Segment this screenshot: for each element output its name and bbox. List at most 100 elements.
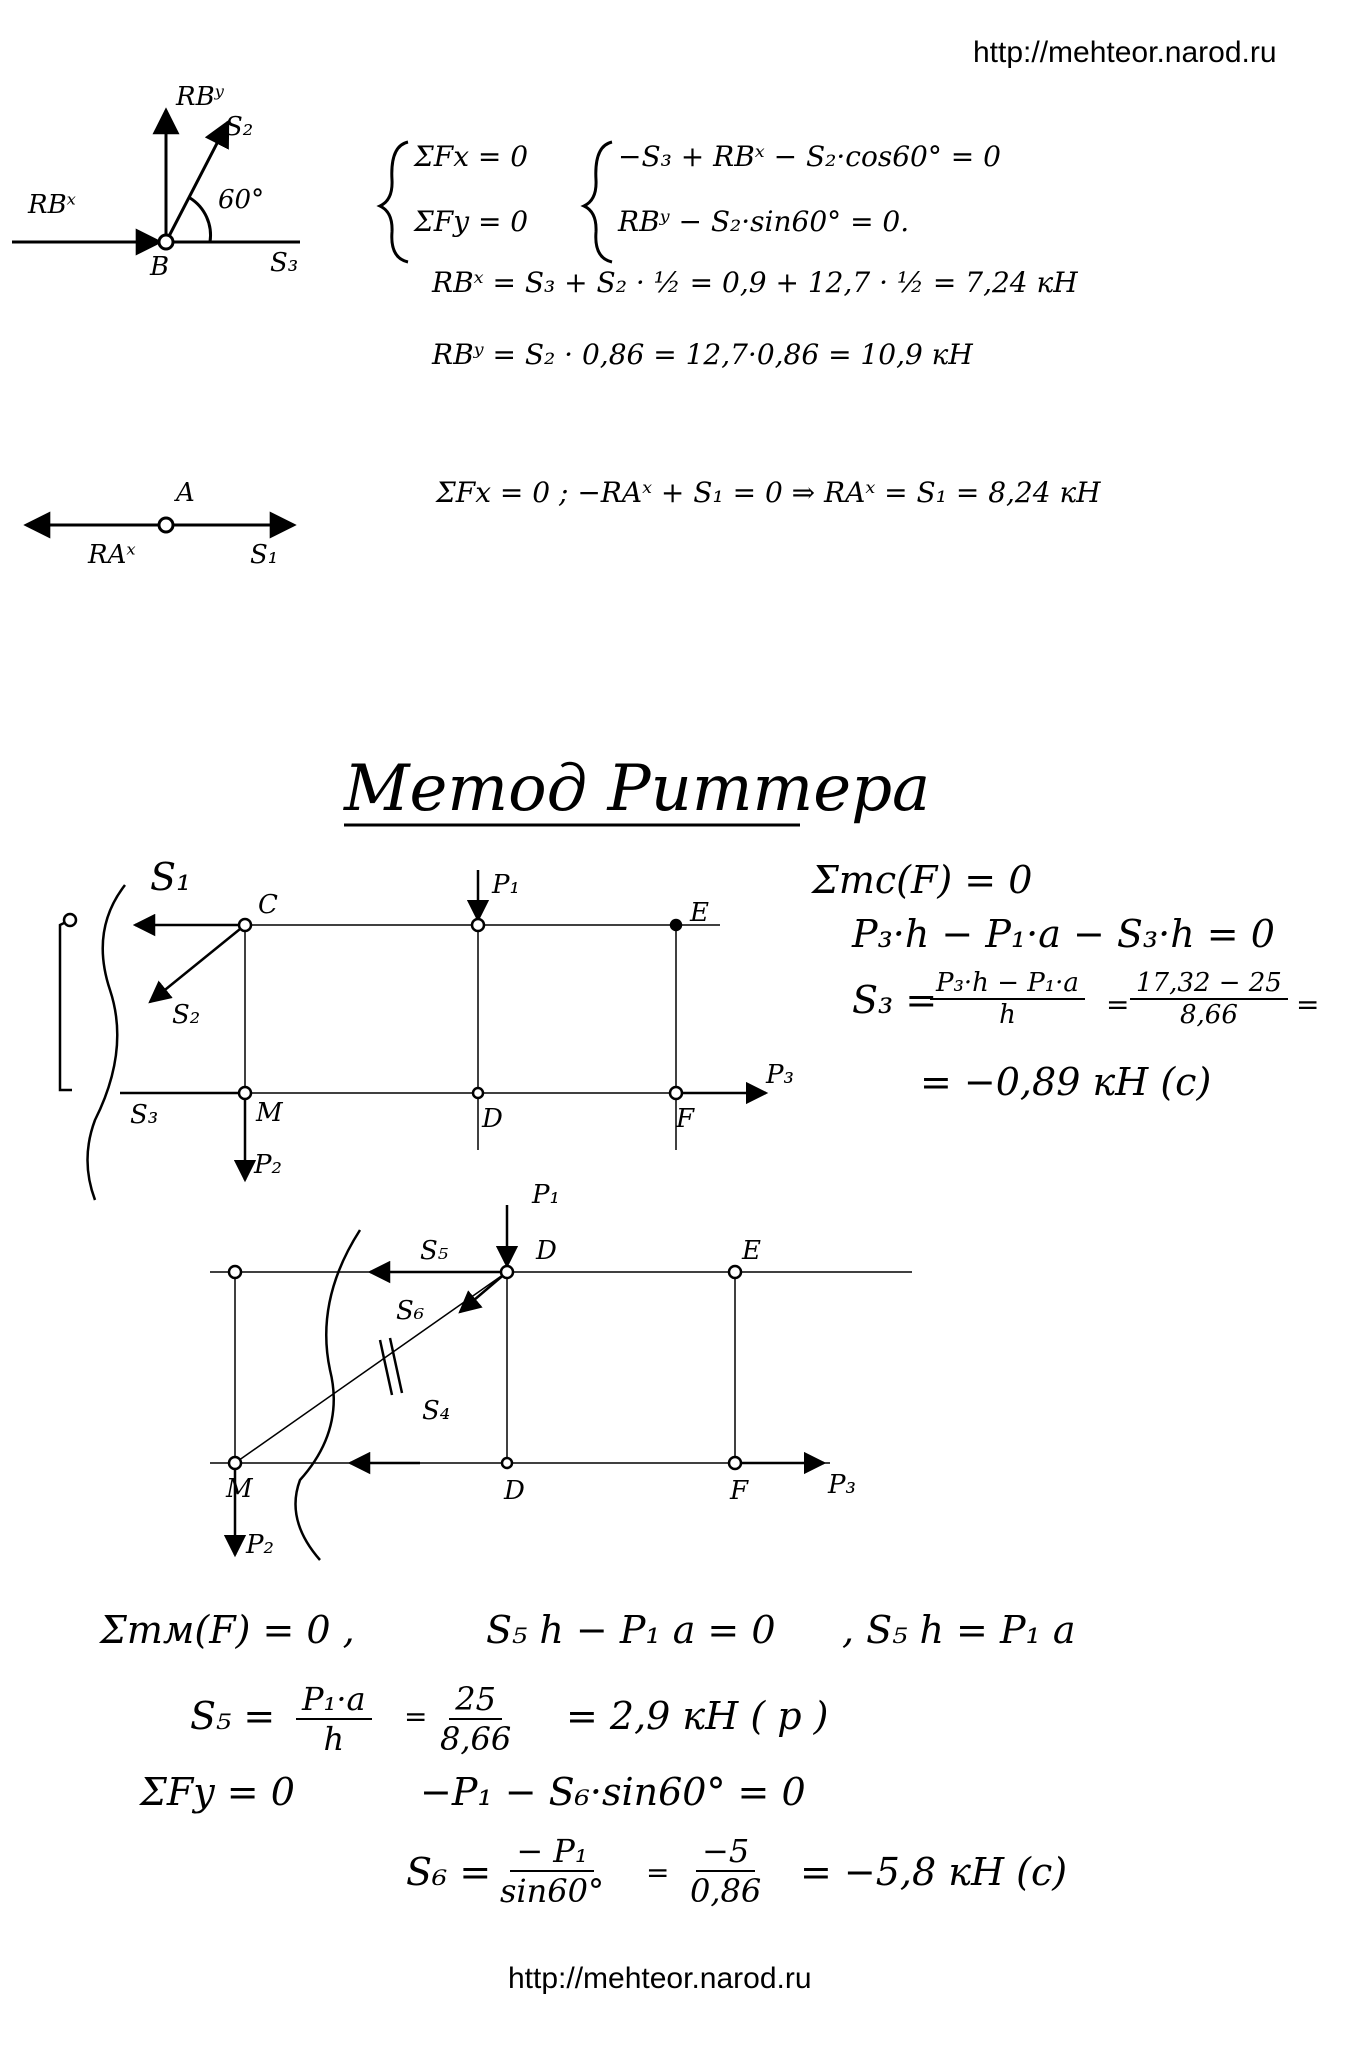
s5-denominator: h (323, 1720, 345, 1758)
s6-fraction-values: −5 0,86 (690, 1832, 761, 1910)
d1-c-label: C (258, 890, 278, 920)
d2-d-label: D (536, 1236, 557, 1266)
node-f (668, 1085, 684, 1101)
node-m (237, 1085, 253, 1101)
d2-s6-label: S₆ (396, 1296, 425, 1326)
rby-result: RBʸ = S₂ · 0,86 = 12,7·0,86 = 10,9 кН (432, 338, 973, 371)
header-url[interactable]: http://mehteor.narod.ru (973, 36, 1277, 69)
s3-fraction: P₃·h − P₁·a h (930, 968, 1085, 1030)
moment-c-equation: P₃·h − P₁·a − S₃·h = 0 (852, 912, 1275, 956)
node-a-diagram (23, 511, 297, 539)
d2-p2-label: P₂ (246, 1530, 274, 1560)
eq-sum-fx: ΣFx = 0 (414, 140, 529, 173)
d1-p3-label: P₃ (766, 1060, 794, 1090)
d1-s3-label: S₃ (130, 1100, 159, 1130)
s6-fraction: − P₁ sin60° (500, 1832, 604, 1910)
left-brace (376, 140, 409, 264)
d2-s4-label: S₄ (422, 1396, 451, 1426)
b-label: B (150, 252, 170, 282)
d1-d-label: D (482, 1104, 503, 1134)
node-f-2 (727, 1455, 743, 1471)
a-label: A (176, 478, 195, 508)
s3-lhs: S₃ = (852, 978, 938, 1022)
s2-arrow (148, 924, 246, 1004)
node-d-2 (499, 1264, 515, 1280)
sum-fy-equation: −P₁ − S₆·sin60° = 0 (420, 1770, 806, 1814)
s5-fraction: P₁·a h (296, 1680, 372, 1758)
d2-f-label: F (730, 1476, 749, 1506)
d1-s2-label: S₂ (172, 1000, 201, 1030)
s3-numerator: P₃·h − P₁·a (930, 968, 1085, 1000)
node-top-left-2 (227, 1264, 243, 1280)
s5-fraction-values: 25 8,66 (440, 1680, 511, 1758)
s3-denominator: h (999, 1000, 1016, 1030)
s6-equals: = (646, 1856, 670, 1889)
d1-m-label: M (256, 1098, 283, 1128)
s3-label: S₃ (270, 248, 299, 278)
d1-e-label: E (690, 898, 709, 928)
node-b-circle (157, 233, 175, 251)
sum-fy: ΣFy = 0 (140, 1770, 295, 1814)
moment-m-equation-2: , S₅ h = P₁ a (842, 1608, 1076, 1652)
node-top-d (470, 917, 486, 933)
s5-numerator-values: 25 (449, 1680, 502, 1720)
s5-lhs: S₅ = (190, 1694, 276, 1738)
node-m-2 (227, 1455, 243, 1471)
ritter-diagram-1 (58, 870, 769, 1201)
s6-lhs: S₆ = (406, 1850, 492, 1894)
d2-p3-label: P₃ (828, 1470, 856, 1500)
cut-mark-1 (378, 1339, 394, 1396)
cut-mark-2 (388, 1337, 404, 1394)
angle-arc (189, 196, 212, 243)
eq-fx-expanded: −S₃ + RBˣ − S₂·cos60° = 0 (618, 140, 1001, 173)
node-bottom-d-2 (500, 1456, 514, 1470)
eq-fy-expanded: RBʸ − S₂·sin60° = 0. (618, 205, 910, 238)
s2-label: S₂ (225, 112, 254, 142)
s3-result: = −0,89 кН (c) (920, 1060, 1212, 1104)
rbx-label: RBˣ (28, 190, 76, 220)
d2-m-label: M (226, 1474, 253, 1504)
diagonal-md (234, 1271, 508, 1464)
d2-e-label: E (742, 1236, 761, 1266)
s1-label: S₁ (250, 540, 279, 570)
s6-arrow (458, 1271, 508, 1314)
node-e (669, 918, 683, 932)
rax-label: RAˣ (88, 540, 136, 570)
s6-denominator: sin60° (500, 1872, 604, 1910)
s6-result: = −5,8 кН (c) (800, 1850, 1068, 1894)
s5-denominator-values: 8,66 (440, 1720, 512, 1758)
section-bracket (58, 918, 72, 1092)
ritter-title: Метод Риттера (344, 752, 931, 826)
s5-equals: = (404, 1700, 428, 1733)
s2-arrow (164, 119, 230, 243)
d1-p2-label: P₂ (254, 1150, 282, 1180)
s6-numerator-values: −5 (696, 1832, 756, 1872)
s3-numerator-values: 17,32 − 25 (1130, 968, 1288, 1000)
node-b-diagram (12, 107, 300, 256)
angle-label: 60° (218, 185, 265, 215)
footer-url[interactable]: http://mehteor.narod.ru (508, 1962, 812, 1995)
node-c (237, 917, 253, 933)
d2-d-low-label: D (504, 1476, 525, 1506)
d2-s5-label: S₅ (420, 1236, 449, 1266)
s3-denominator-values: 8,66 (1179, 1000, 1238, 1030)
moment-m-equation: S₅ h − P₁ a = 0 (486, 1608, 776, 1652)
eq-sum-fy: ΣFy = 0 (414, 205, 529, 238)
moment-m: Σmм(F) = 0 , (100, 1608, 355, 1652)
rbx-result: RBˣ = S₃ + S₂ · ½ = 0,9 + 12,7 · ½ = 7,2… (432, 266, 1078, 299)
d1-f-label: F (676, 1104, 695, 1134)
node-bottom-d (471, 1086, 485, 1100)
s3-equals: = (1106, 988, 1130, 1021)
s6-numerator: − P₁ (510, 1832, 594, 1872)
node-a-equation: ΣFx = 0 ; −RAˣ + S₁ = 0 ⇒ RAˣ = S₁ = 8,2… (436, 476, 1101, 509)
right-brace (580, 140, 613, 264)
eq-braces (376, 140, 613, 264)
s3-fraction-values: 17,32 − 25 8,66 (1130, 968, 1288, 1030)
s3-equals-2: = (1296, 988, 1320, 1021)
ritter-diagram-2 (210, 1205, 912, 1561)
bracket-end (62, 912, 78, 928)
d1-s1-label: S₁ (150, 855, 192, 899)
s5-numerator: P₁·a (296, 1680, 372, 1720)
d2-p1-label: P₁ (532, 1180, 560, 1210)
